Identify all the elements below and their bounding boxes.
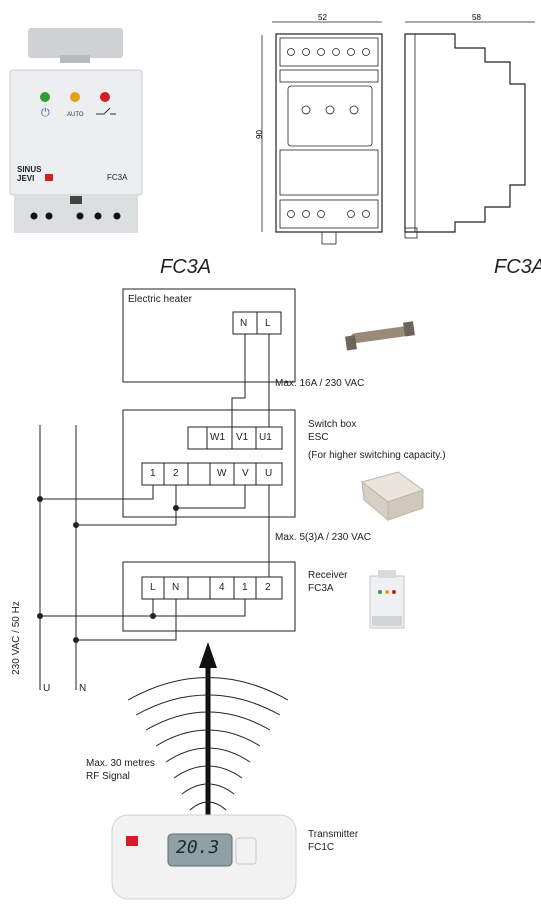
front-view-bottom-terminals	[287, 210, 370, 218]
switchbox-bottom-terminal-block	[141, 462, 283, 486]
front-view-clip	[321, 231, 337, 245]
rx-terminal-4: 4	[219, 582, 225, 593]
dim-front-width: 52	[318, 13, 327, 22]
switchbox-note: (For higher switching capacity.)	[308, 450, 446, 461]
receiver-terminal-block	[141, 576, 283, 600]
rx-terminal-2: 2	[265, 582, 271, 593]
wire-heater-n	[231, 334, 246, 427]
brand-line1: SINUS	[17, 165, 42, 174]
dim-height: 90	[255, 130, 264, 139]
receiver-image	[369, 570, 405, 629]
receiver-box	[122, 561, 296, 632]
side-view-outline	[404, 33, 526, 233]
switchbox-esc: ESC	[308, 432, 329, 443]
transmitter-label: Transmitter	[308, 829, 359, 840]
switchbox-top-terminal-block	[187, 426, 283, 450]
wire-sb2-n	[76, 485, 177, 526]
switchbox-box	[122, 409, 296, 518]
power-icon: ⏻	[41, 107, 50, 119]
front-view-top-terminals	[287, 48, 370, 56]
sb-terminal-w1: W1	[210, 432, 225, 443]
sb-terminal-2: 2	[173, 468, 179, 479]
rx-terminal-1: 1	[242, 582, 248, 593]
switchbox-image	[360, 471, 425, 522]
heater-terminal-l: L	[265, 318, 271, 329]
brand-line2: JEVI	[17, 174, 34, 183]
brand-logo-mark	[45, 174, 53, 181]
heater-element-image	[345, 321, 415, 351]
supply-u-label: U	[43, 683, 51, 694]
terminal-screw	[94, 212, 102, 220]
auto-label: AUTO	[67, 112, 84, 118]
terminal-screw	[30, 212, 38, 220]
sb-terminal-v: V	[242, 468, 249, 479]
rf-wave-arcs	[127, 677, 289, 811]
wire-rx-n	[76, 599, 177, 641]
device-photo: ⏻ AUTO SINUS JEVI FC3A	[9, 28, 143, 233]
heater-box	[122, 288, 296, 383]
sb-terminal-u1: U1	[259, 432, 272, 443]
heater-terminal-n: N	[240, 318, 248, 329]
device-model-label: FC3A	[107, 173, 128, 182]
wire-rx-1	[153, 599, 246, 617]
rx-terminal-l: L	[150, 582, 156, 593]
photo-caption: FC3A	[160, 256, 212, 278]
dimension-drawing: 52 58 90	[255, 13, 535, 245]
relay-switch-icon	[96, 107, 116, 115]
sb-terminal-1: 1	[150, 468, 156, 479]
heater-label: Electric heater	[128, 294, 192, 305]
wire2-rating: Max. 5(3)A / 230 VAC	[275, 532, 371, 543]
terminal-screw	[113, 212, 121, 220]
wire-sb2-v	[176, 485, 246, 509]
led-relay-red	[100, 92, 110, 102]
wire-rx-l	[40, 599, 154, 617]
transmitter-model: FC1C	[308, 842, 335, 853]
supply-voltage: 230 VAC / 50 Hz	[10, 601, 22, 675]
sb-terminal-v1: V1	[236, 432, 249, 443]
terminal-screw	[45, 212, 53, 220]
sb-terminal-u: U	[265, 468, 273, 479]
rx-terminal-n: N	[172, 582, 180, 593]
led-auto-yellow	[70, 92, 80, 102]
supply-n-label: N	[79, 683, 87, 694]
front-view-leds	[301, 105, 359, 115]
rf-range: Max. 30 metres	[86, 758, 155, 769]
wire-sb1-u	[40, 485, 154, 500]
device-top-module	[28, 28, 123, 58]
led-power-green	[40, 92, 50, 102]
drawing-caption: FC3A	[494, 256, 541, 278]
receiver-label: Receiver	[308, 570, 348, 581]
wire1-rating: Max. 16A / 230 VAC	[275, 378, 365, 389]
sb-terminal-w: W	[217, 468, 227, 479]
front-view-window	[287, 85, 373, 147]
device-top-clip	[60, 55, 90, 63]
transmitter-image	[111, 814, 297, 900]
transmitter-display-value: 20.3	[176, 837, 220, 858]
terminal-screw	[76, 212, 84, 220]
rf-signal: RF Signal	[86, 771, 130, 782]
rf-arrow-head	[199, 642, 217, 668]
din-clip	[70, 196, 82, 204]
switchbox-label: Switch box	[308, 419, 357, 430]
dim-side-width: 58	[472, 13, 481, 22]
receiver-model: FC3A	[308, 583, 334, 594]
